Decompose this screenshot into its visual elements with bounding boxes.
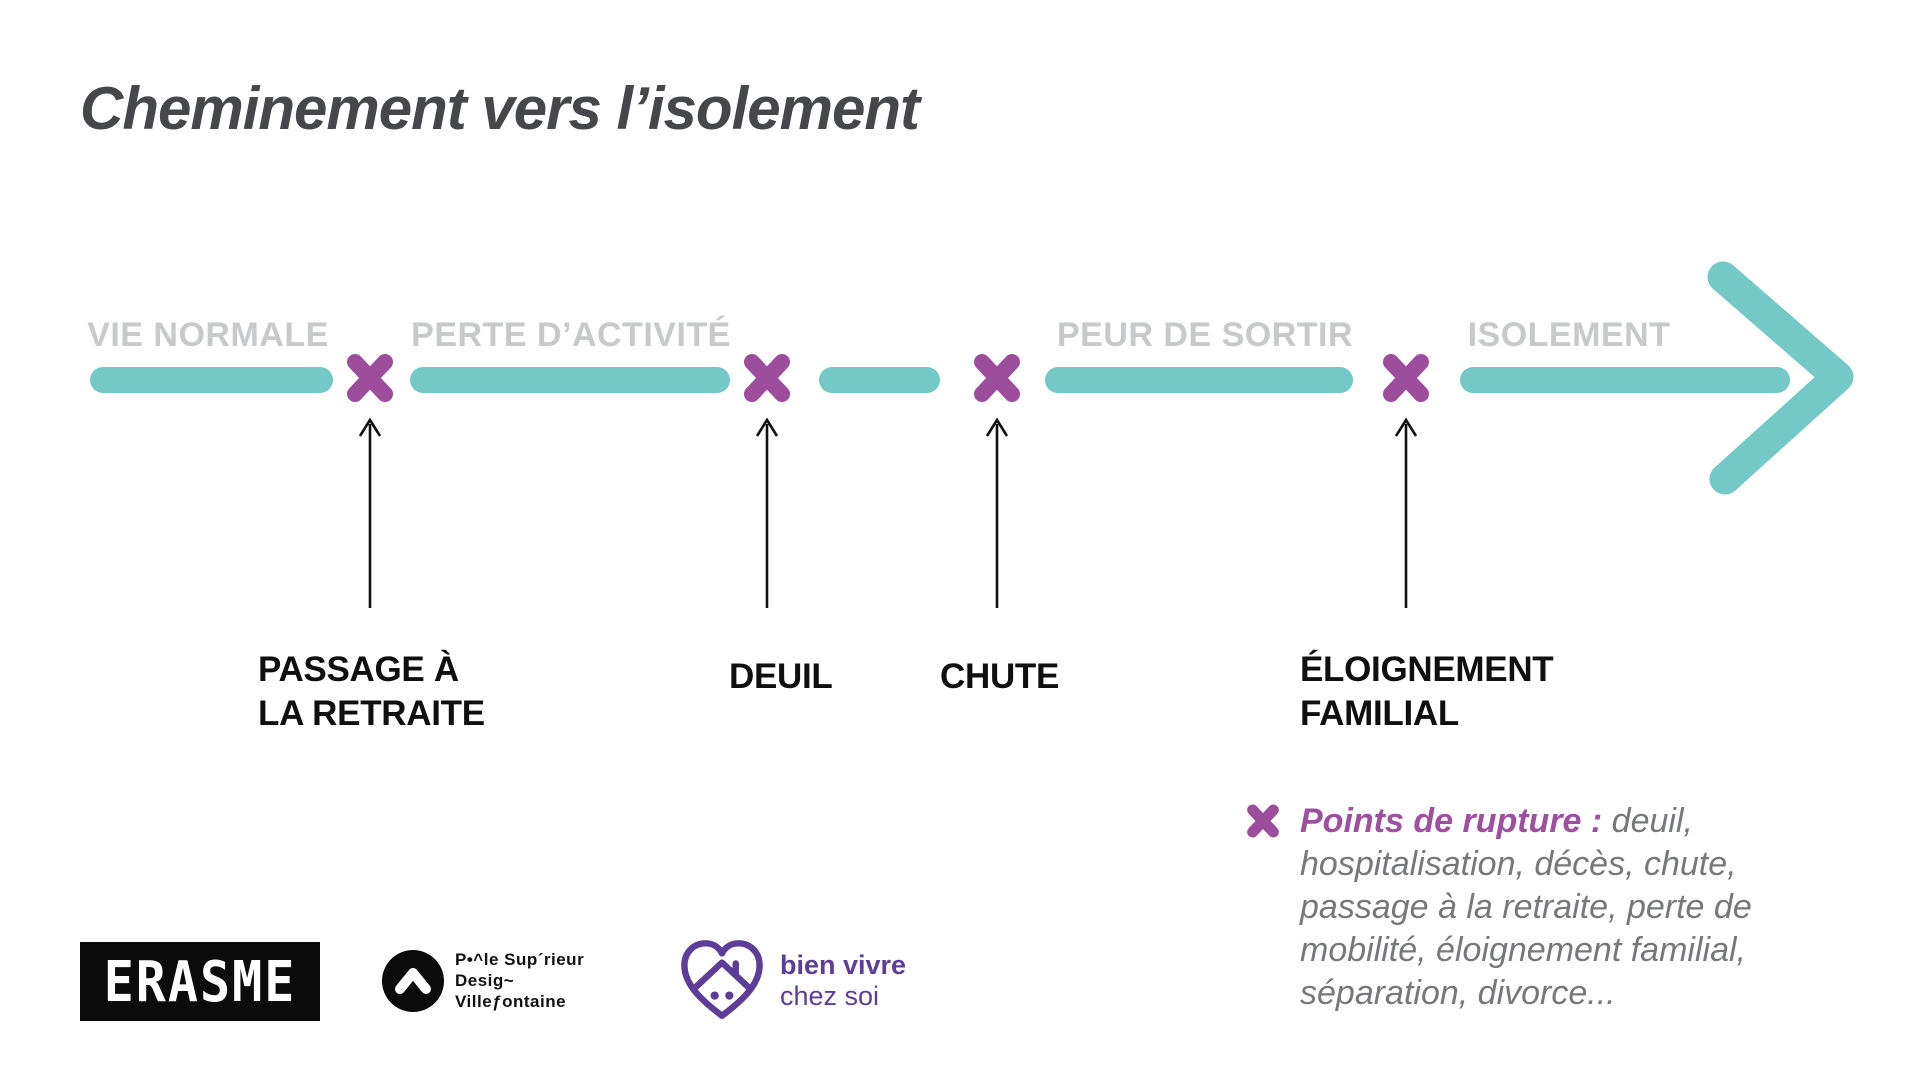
page-title: Cheminement vers l’isolement	[80, 75, 920, 142]
stage-label-vie-normale: VIE NORMALE	[87, 316, 329, 354]
rupture-x-icon-deuil	[744, 354, 790, 402]
bien-vivre-logo-text: bien vivre chez soi	[780, 950, 906, 1012]
up-arrow-icon-eloignement	[1394, 417, 1418, 608]
event-label-line: PASSAGE À	[258, 650, 459, 689]
legend-label: Points de rupture :	[1300, 802, 1603, 840]
event-label-line: ÉLOIGNEMENT	[1300, 650, 1554, 689]
timeline-segment-2	[410, 367, 730, 393]
rupture-x-icon-eloignement	[1383, 354, 1429, 402]
bien-vivre-heart-house-icon	[681, 940, 763, 1019]
timeline-segment-3	[819, 367, 940, 393]
pole-logo-line: Villeƒontaine	[455, 992, 567, 1011]
timeline-segment-5	[1460, 367, 1790, 393]
pole-design-logo-text: P•^le Sup´rieur Desig~ Villeƒontaine	[455, 949, 584, 1012]
event-label-chute: CHUTE	[940, 655, 1059, 699]
pole-logo-line: Desig~	[455, 971, 515, 990]
event-label-eloignement: ÉLOIGNEMENT FAMILIAL	[1300, 648, 1554, 736]
stage-label-isolement: ISOLEMENT	[1467, 316, 1671, 354]
event-label-deuil: DEUIL	[729, 655, 833, 699]
stage-label-perte-activite: PERTE D’ACTIVITÉ	[411, 316, 731, 354]
event-label-line: LA RETRAITE	[258, 694, 485, 733]
timeline-arrow-head-icon	[1707, 261, 1854, 495]
event-label-line: FAMILIAL	[1300, 694, 1459, 733]
event-label-line: CHUTE	[940, 657, 1060, 696]
rupture-x-icon-retraite	[347, 354, 393, 402]
event-label-line: DEUIL	[729, 657, 833, 696]
erasme-logo: ERASME	[80, 942, 320, 1021]
bien-vivre-logo-line: chez soi	[780, 981, 880, 1011]
erasme-logo-text: ERASME	[103, 949, 297, 1014]
bien-vivre-logo-line: bien vivre	[780, 950, 907, 980]
legend-x-icon	[1247, 804, 1279, 838]
event-label-retraite: PASSAGE À LA RETRAITE	[258, 648, 485, 736]
pole-design-logo-icon	[382, 950, 444, 1012]
up-arrow-icon-chute	[985, 417, 1009, 608]
stage-label-peur-de-sortir: PEUR DE SORTIR	[1056, 316, 1354, 354]
timeline-segment-4	[1045, 367, 1353, 393]
rupture-x-icon-chute	[974, 354, 1020, 402]
legend-text: Points de rupture : deuil, hospitalisati…	[1300, 800, 1786, 1015]
timeline-segment-1	[90, 367, 333, 393]
up-arrow-icon-retraite	[358, 417, 382, 608]
pole-logo-line: P•^le Sup´rieur	[455, 950, 585, 969]
legend-body: deuil, hospitalisation, décès, chute, pa…	[1300, 802, 1752, 1012]
up-arrow-icon-deuil	[755, 417, 779, 608]
